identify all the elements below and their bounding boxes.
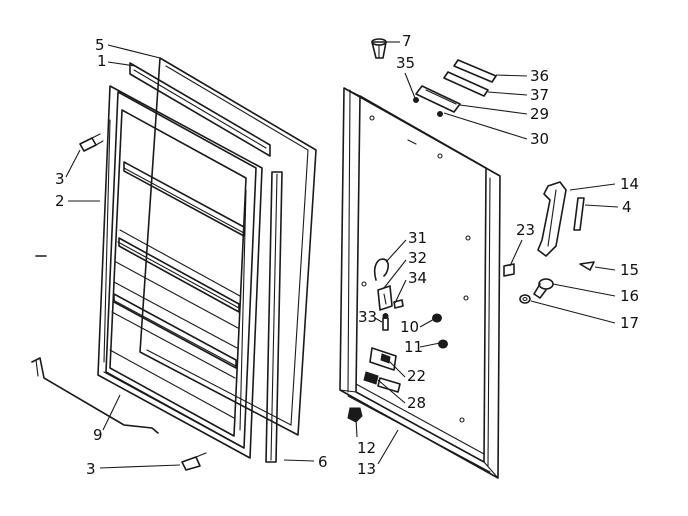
leader-line-c33: [374, 317, 383, 323]
leader-line-c15: [594, 266, 616, 271]
door-gasket-5: [139, 57, 317, 436]
screw-33: [382, 313, 389, 331]
door-shelf-rod-9: [31, 357, 159, 434]
callout-c23: 23: [516, 221, 535, 239]
leader-line-c35: [404, 72, 416, 99]
bracket-29: [415, 85, 461, 113]
clip-23: [503, 263, 515, 277]
callout-c2: 2: [55, 192, 65, 210]
callout-c5: 5: [95, 36, 105, 54]
bumper-11: [438, 339, 448, 349]
lock-cylinder-16: [533, 278, 554, 299]
callout-c29: 29: [530, 105, 549, 123]
leader-line-c16: [552, 283, 616, 297]
leader-line-c6: [283, 459, 315, 462]
callout-c7: 7: [402, 32, 412, 50]
leader-line-c9: [102, 394, 121, 431]
leader-line-c23: [509, 239, 523, 267]
callout-c13: 13: [357, 460, 376, 478]
callout-c16: 16: [620, 287, 639, 305]
callout-c17: 17: [620, 314, 639, 332]
leader-line-c36: [495, 74, 528, 77]
breaker-strip-1: [129, 62, 271, 157]
nut-12: [347, 407, 363, 423]
leader-line-c32: [383, 259, 407, 289]
plug-button-7: [371, 38, 387, 59]
callout-c37: 37: [530, 86, 549, 104]
leader-line-c12: [355, 418, 358, 438]
trim-strip-37: [443, 71, 489, 97]
leader-line-c3a: [65, 149, 81, 178]
leader-line-c28: [377, 379, 406, 404]
callout-c3b: 3: [86, 460, 96, 478]
leader-line-c31: [385, 239, 407, 263]
clip-30: [437, 111, 443, 117]
callout-c15: 15: [620, 261, 639, 279]
washer-17: [519, 294, 531, 304]
callout-c1: 1: [97, 52, 107, 70]
leader-line-c17: [530, 300, 616, 324]
leader-line-c13: [377, 429, 399, 465]
callout-c22: 22: [407, 367, 426, 385]
hinge-28: [363, 371, 401, 393]
leader-line-c11: [419, 342, 441, 348]
callout-c30: 30: [530, 130, 549, 148]
switch-bracket-32: [377, 285, 393, 311]
leader-line-c4: [584, 204, 619, 208]
bumper-10: [432, 313, 442, 323]
screw-3-lower: [181, 452, 207, 471]
outer-door-panel: [339, 87, 501, 479]
trim-strip-36: [453, 59, 497, 83]
callout-c32: 32: [408, 249, 427, 267]
callout-c10: 10: [400, 318, 419, 336]
callout-c6: 6: [318, 453, 328, 471]
pin-34: [393, 299, 404, 309]
leader-line-c14: [569, 183, 616, 191]
callout-c36: 36: [530, 67, 549, 85]
leader-line-c1: [107, 61, 136, 67]
callout-c4: 4: [622, 198, 632, 216]
leader-line-c3b: [99, 464, 181, 469]
leader-line-c30: [443, 112, 528, 140]
leader-line-c37: [487, 91, 528, 96]
callout-c12: 12: [357, 439, 376, 457]
leader-line-c10: [419, 317, 437, 328]
door-liner-2: [97, 85, 263, 459]
callout-c33: 33: [358, 308, 377, 326]
screw-3-upper: [79, 133, 104, 152]
callout-c3a: 3: [55, 170, 65, 188]
callout-c34: 34: [408, 269, 427, 287]
wire-31: [373, 258, 389, 281]
callout-c11: 11: [404, 338, 423, 356]
callout-c35: 35: [396, 54, 415, 72]
leader-line-c34: [394, 279, 407, 304]
callout-c28: 28: [407, 394, 426, 412]
hinge-bracket-22: [369, 347, 397, 371]
callout-c9: 9: [93, 426, 103, 444]
door-handle-14: [537, 181, 567, 257]
handle-insert-4: [573, 197, 585, 231]
callout-c31: 31: [408, 229, 427, 247]
lock-cover-15: [579, 261, 595, 271]
leader-line-c22: [387, 359, 406, 378]
leader-line-c5: [107, 44, 161, 59]
gasket-strip-6: [265, 171, 283, 463]
clip-35: [413, 97, 419, 103]
callout-c14: 14: [620, 175, 639, 193]
leader-line-c29: [459, 104, 528, 115]
